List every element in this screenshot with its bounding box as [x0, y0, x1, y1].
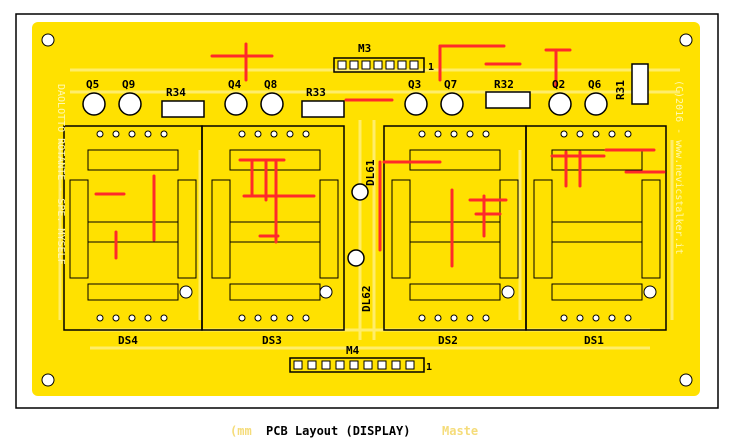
display-ds1-label: DS1: [584, 334, 604, 347]
transistor-q4-label: Q4: [228, 78, 242, 91]
connector-m3: [333, 57, 425, 73]
transistor-q5-label: Q5: [86, 78, 99, 91]
transistor-q3-label: Q3: [408, 78, 421, 91]
transistor-q8-label: Q8: [264, 78, 277, 91]
resistor-r33-label: R33: [306, 86, 326, 99]
display-ds1: [525, 125, 667, 331]
connector-m4-label: M4: [346, 344, 360, 357]
caption-right-ghost: Maste: [442, 424, 479, 438]
display-ds3-label: DS3: [262, 334, 282, 347]
display-pins: [96, 130, 632, 322]
caption-left-ghost: (mm: [230, 424, 252, 438]
led-dl61-label: DL61: [364, 159, 377, 186]
side-text-right: (C)2016 - www.nevicstalker.it: [673, 80, 684, 255]
side-text-left: DAOLOTTO ROTANTE - SPE. MYSELF: [55, 84, 66, 265]
led-dl62-label: DL62: [360, 286, 373, 313]
connector-m3-label: M3: [358, 42, 371, 55]
transistor-q7-label: Q7: [444, 78, 457, 91]
resistor-r34-label: R34: [166, 86, 186, 99]
transistor-q6-label: Q6: [588, 78, 602, 91]
red-jumpers: [94, 42, 666, 268]
connector-m4-pin1: 1: [426, 362, 432, 373]
caption: (mm PCB Layout (DISPLAY) Maste: [0, 424, 735, 440]
transistor-footprints: [82, 92, 608, 116]
display-ds3: [201, 125, 345, 331]
transistor-q9-label: Q9: [122, 78, 135, 91]
caption-title: PCB Layout (DISPLAY): [266, 424, 411, 438]
transistor-q2-label: Q2: [552, 78, 565, 91]
mounting-holes: [41, 33, 693, 387]
resistor-bodies: [161, 63, 649, 118]
connector-m4: [289, 357, 425, 373]
led-footprints: [347, 183, 369, 267]
resistor-r31-label: R31: [614, 80, 627, 100]
resistor-r32-label: R32: [494, 78, 514, 91]
connector-m3-pin1: 1: [428, 62, 434, 73]
display-ds4-label: DS4: [118, 334, 138, 347]
display-ds2-label: DS2: [438, 334, 458, 347]
